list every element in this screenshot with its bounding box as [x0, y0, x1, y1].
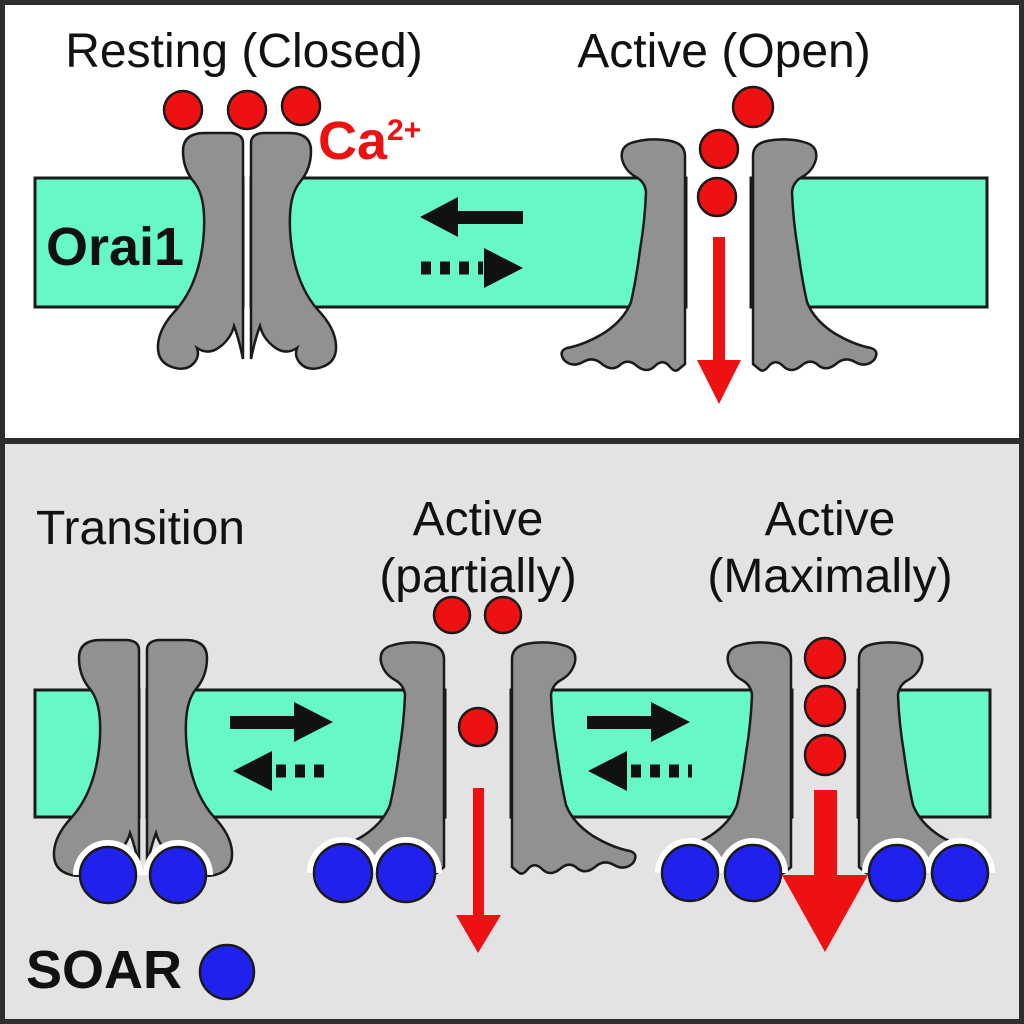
calcium-flux-arrow-open-icon: [697, 237, 741, 404]
state-title-transition: Transition: [36, 502, 245, 555]
state-title-line1: Active: [764, 493, 896, 546]
state-title-line1: Active: [412, 493, 544, 546]
calcium-ion-icons-resting: [162, 85, 322, 131]
equilibrium-arrow-right-solid-icon: [230, 702, 333, 742]
calcium-ion-icons-open: [696, 85, 775, 218]
state-title-line2: (partially): [379, 550, 577, 603]
soar-legend-icon: [198, 943, 256, 1001]
state-title-active-maximally: Active (Maximally): [678, 491, 982, 605]
calcium-ion-icons-maximal: [803, 636, 847, 777]
soar-legend-label: SOAR: [26, 940, 183, 1000]
state-title-active-partially: Active (partially): [326, 491, 630, 605]
state-title-line2: (Maximally): [707, 550, 953, 603]
soar-domain-icons-transition: [73, 840, 213, 905]
membrane-label-orai1: Orai1: [46, 217, 185, 277]
calcium-charge: 2+: [387, 114, 422, 147]
calcium-symbol: Ca: [318, 111, 388, 171]
soar-domain-icons-maximal: [655, 838, 995, 903]
equilibrium-arrow-left-dashed-icon: [588, 751, 692, 791]
state-title-resting-closed: Resting (Closed): [65, 25, 423, 78]
equilibrium-arrow-right-dashed-icon: [421, 248, 523, 288]
soar-domain-icons-partial: [307, 837, 442, 904]
calcium-flux-arrow-partial-icon: [456, 788, 501, 953]
calcium-ion-icons-partial: [432, 595, 523, 748]
state-title-active-open: Active (Open): [577, 25, 871, 78]
calcium-legend-label: Ca2+: [318, 110, 421, 172]
equilibrium-arrow-left-solid-icon: [420, 197, 523, 237]
calcium-flux-arrow-maximal-icon: [782, 790, 868, 952]
equilibrium-arrow-right-solid-icon: [587, 702, 690, 742]
equilibrium-arrow-left-dashed-icon: [233, 751, 333, 791]
